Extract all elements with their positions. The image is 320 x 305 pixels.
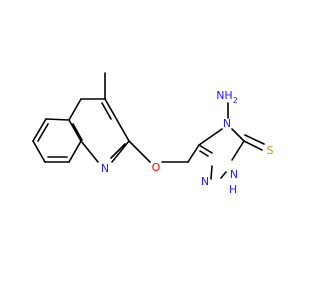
bond: [110, 143, 126, 159]
triazole-n1-label: N: [201, 175, 209, 188]
sulfur-label: S: [267, 144, 274, 157]
bond: [231, 140, 245, 161]
bond: [45, 118, 70, 121]
bond: [231, 128, 245, 142]
bond: [199, 150, 209, 157]
quinoline-nitrogen-label: N: [101, 162, 109, 175]
bond: [68, 119, 82, 142]
bond: [198, 128, 223, 146]
bond: [210, 165, 213, 180]
bonds: [32, 72, 265, 180]
molecule-diagram: N O N NH2 N N H S: [32, 72, 274, 196]
bond: [187, 144, 200, 163]
bond: [68, 140, 82, 163]
bond: [32, 118, 47, 142]
atom-labels: N O N NH2 N N H S: [101, 89, 274, 196]
bond: [220, 171, 227, 179]
bond: [80, 140, 99, 163]
bond: [37, 123, 49, 142]
bond: [244, 134, 265, 145]
triazole-n2-label: N: [230, 168, 238, 181]
triazole-h-label: H: [229, 183, 237, 196]
bond: [104, 98, 118, 121]
bond: [243, 140, 263, 151]
molecule-canvas: N O N NH2 N N H S: [32, 72, 274, 196]
bond: [101, 102, 112, 120]
bond: [111, 140, 130, 163]
bond: [116, 119, 130, 142]
bond: [128, 140, 151, 163]
bond: [68, 98, 82, 121]
bond: [72, 123, 83, 141]
bond: [32, 140, 46, 163]
ether-oxygen-label: O: [152, 161, 161, 174]
amino-label: NH2: [216, 89, 238, 105]
bond: [198, 144, 213, 154]
triazole-n4-label: N: [223, 117, 231, 130]
